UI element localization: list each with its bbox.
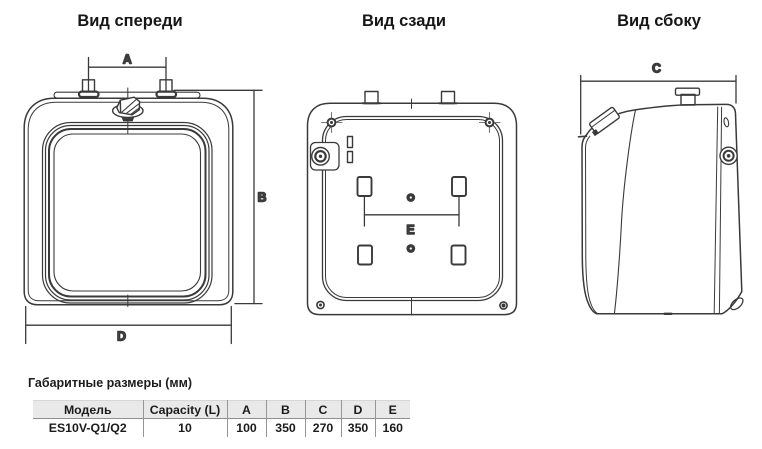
side-bottom-tab [730,297,744,311]
rear-mount-slot-bottom-right [450,244,467,266]
dim-d-label: D [117,330,126,344]
rear-screw-top-left [320,111,343,134]
dim-d [25,305,232,345]
rear-gland-mid [314,150,327,163]
col-header-d: D [340,400,375,419]
rear-screw-bottom-right [499,301,508,310]
side-pipe-stem [680,93,696,106]
side-view-title: Вид сбоку [617,12,701,30]
rear-pipe-right [440,90,456,105]
rear-mount-slot-top-right [451,176,467,197]
col-header-capacity: Capacity (L) [142,400,227,419]
front-knob-hatch-3 [130,107,140,115]
col-header-e: E [374,400,410,419]
col-header-model: Модель [63,402,112,417]
dimensions-table: Модель Capacity (L) A B C D E ES10V-Q1/Q… [33,400,410,437]
side-back-seam-1 [713,106,719,314]
side-body-outline [581,103,743,315]
front-panel-face [53,133,202,292]
table-note: Габаритные размеры (мм) [28,376,193,390]
front-body-inner-contour [27,101,230,302]
cell-model: ES10V-Q1/Q2 [48,420,127,435]
side-face-line [613,109,637,315]
col-header-c: C [304,400,341,419]
dim-a [87,56,167,92]
front-knob-flange [121,117,135,122]
rear-pipe-left [364,90,379,105]
front-view-drawing: A B D [23,52,267,345]
cell-e: 160 [374,418,410,437]
side-top-slot [723,117,730,128]
side-knob [589,106,620,137]
rear-center-screw-bottom [406,244,416,253]
side-knob-base-block [591,129,599,137]
rear-panel-line-2 [325,119,500,298]
rear-center-screw-top [406,193,416,202]
table-row: ES10V-Q1/Q2 10 100 350 270 350 160 [33,418,410,437]
rear-vent-slot-2 [346,150,354,164]
side-front-inner-contour [585,135,598,314]
dim-b [173,89,263,305]
rear-view-drawing: E [306,90,518,316]
rear-body-outline [306,102,518,316]
col-header-b: B [265,400,305,419]
rear-vent-slot-1 [346,135,354,149]
front-panel-line-1 [41,121,213,304]
cell-a: 100 [226,418,266,437]
dim-e-label: E [406,223,414,237]
side-gland [719,146,738,166]
rear-panel-line-1 [321,115,504,302]
front-knob [111,96,144,122]
rear-screw-top-right [478,111,501,134]
rear-view-title: Вид сзади [361,12,447,30]
rear-mount-slot-bottom-left [357,244,373,266]
cell-d: 350 [340,418,375,437]
dim-e [363,195,460,227]
side-knob-split [590,109,616,128]
front-view-title: Вид спереди [77,12,183,30]
front-pipe-right-flange [155,90,178,99]
front-knob-hatch-1 [121,98,138,113]
dim-a-label: A [123,53,132,67]
dim-c-label: C [652,62,661,76]
side-back-seam-2 [718,106,723,314]
technical-drawing: A B D [23,52,744,345]
dim-c [580,74,737,135]
front-knob-hatch-2 [125,102,140,114]
side-view-drawing: C [577,61,744,315]
front-top-band [53,91,201,99]
front-pipe-left-flange [77,90,100,99]
cell-c: 270 [304,418,341,437]
table-header-row: Модель Capacity (L) A B C D E [33,400,410,419]
side-gland-center [726,154,731,158]
front-body-outline [23,97,234,306]
front-panel-line-3 [48,128,207,298]
rear-mount-slot-top-left [356,176,373,197]
side-pipe-cap [674,87,701,96]
front-panel-line-2 [44,124,210,301]
cell-capacity: 10 [142,418,227,437]
side-gland-mid [722,149,735,162]
side-knob-body [589,106,620,135]
cell-b: 350 [265,418,305,437]
col-header-a: A [226,400,266,419]
dim-b-label: B [258,191,267,205]
rear-screw-bottom-left [316,300,325,310]
rear-cable-gland [309,141,340,171]
side-front-edge-tick [577,135,588,138]
rear-gland-center [318,154,323,158]
